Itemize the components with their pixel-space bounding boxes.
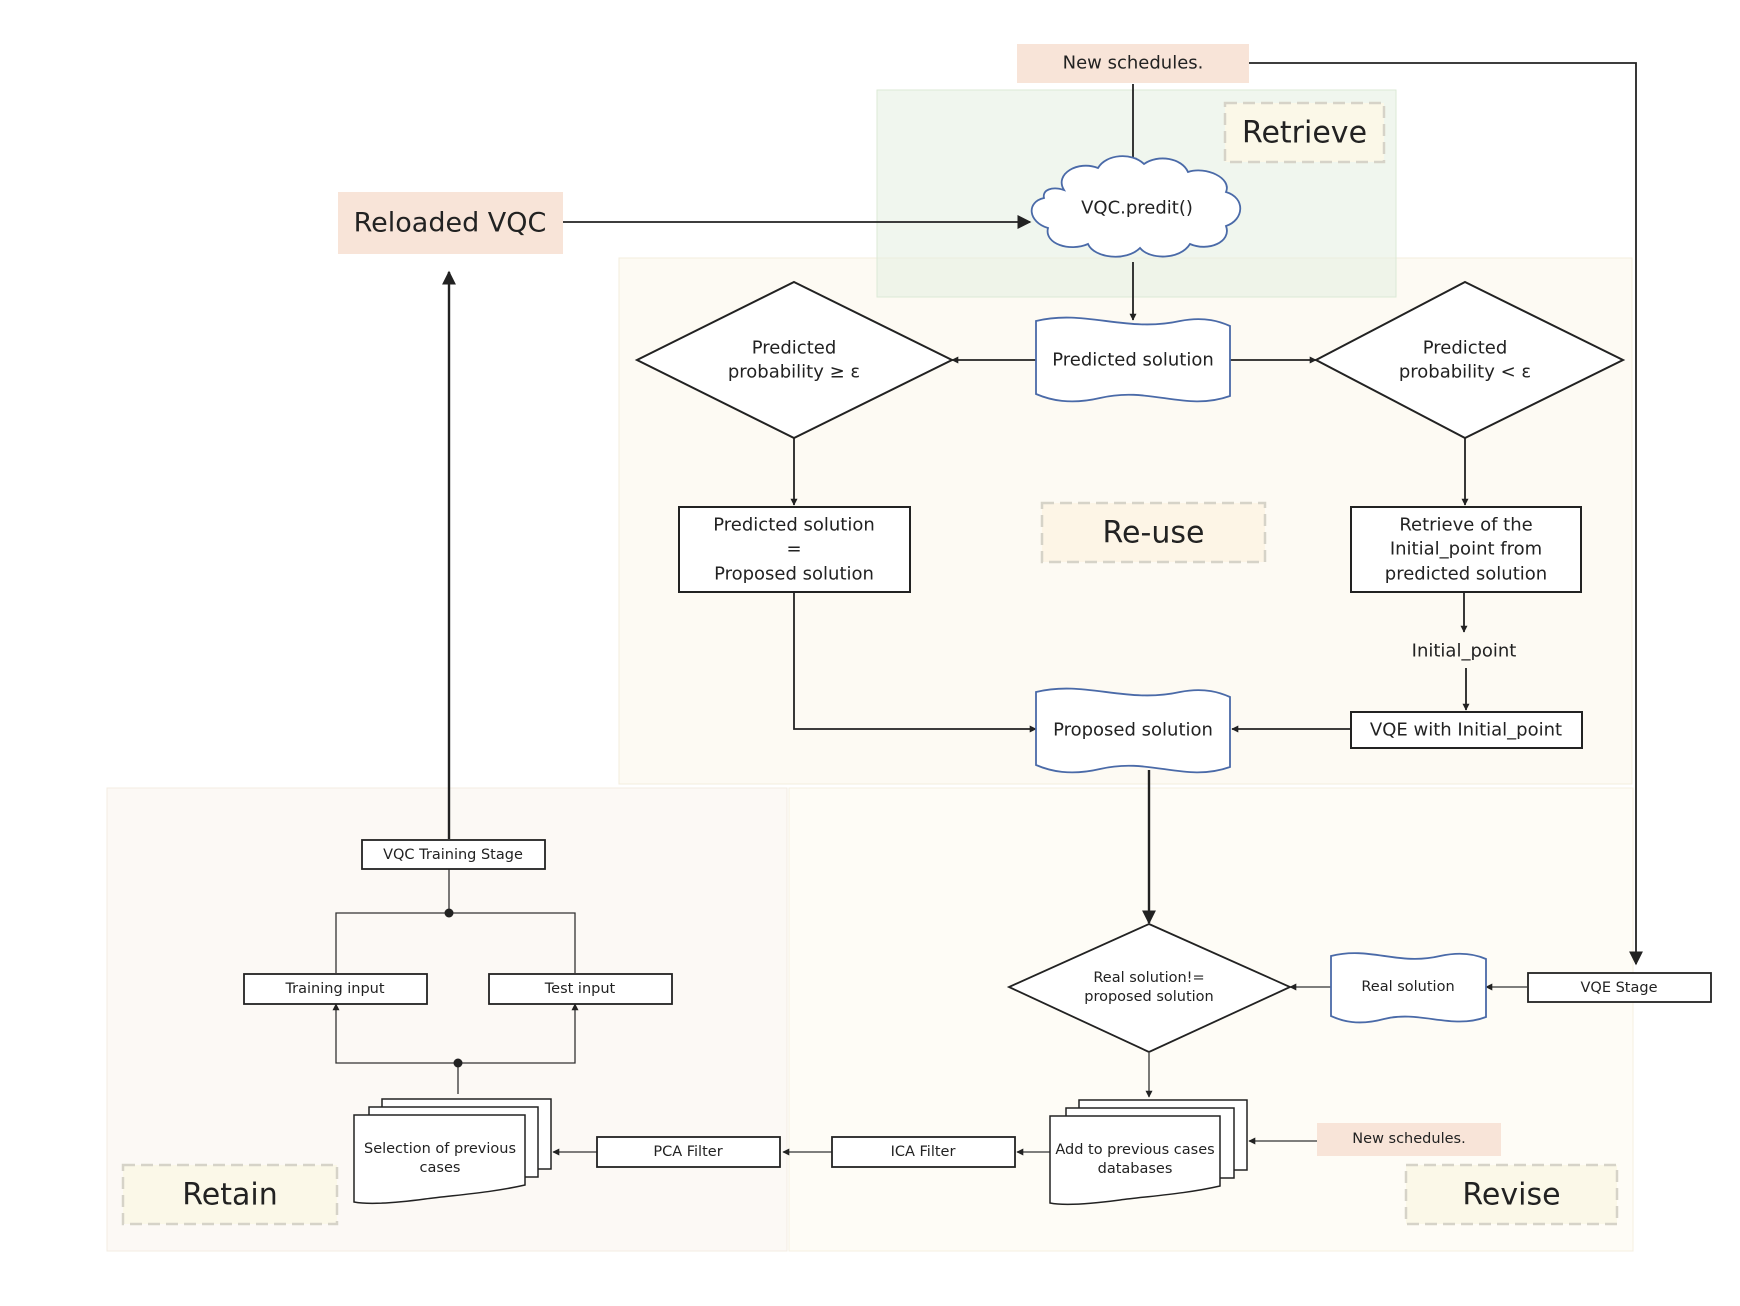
diamond-revise-line2: proposed solution — [1084, 989, 1214, 1005]
selection-cases-stack: Selection of previous cases — [353, 1098, 552, 1205]
equal-box-line1: Predicted solution — [713, 515, 875, 536]
real-solution-node: Real solution — [1330, 952, 1487, 1024]
arrow-to-test-input — [458, 1003, 579, 1064]
new-schedules-bottom-text: New schedules. — [1352, 1131, 1465, 1147]
retrieve-box-line1: Retrieve of the — [1399, 515, 1532, 536]
retrieve-stage-label: Retrieve — [1223, 101, 1386, 164]
vqe-stage-box: VQE Stage — [1527, 972, 1712, 1003]
arrow-equal-box-to-proposed — [793, 592, 1037, 733]
add-cases-line2: databases — [1098, 1161, 1173, 1177]
equal-box-line2: = — [786, 539, 801, 560]
reloaded-vqc-node: Reloaded VQC — [338, 192, 563, 254]
retain-stage-label: Retain — [121, 1163, 339, 1226]
add-to-cases-stack: Add to previous cases databases — [1049, 1099, 1248, 1206]
selection-line1: Selection of previous — [364, 1141, 516, 1157]
revise-stage-text: Revise — [1462, 1178, 1560, 1213]
new-schedules-bottom: New schedules. — [1317, 1123, 1501, 1156]
revise-stage-label: Revise — [1404, 1163, 1619, 1226]
junction-dot-bottom — [453, 1058, 463, 1068]
add-cases-line1: Add to previous cases — [1055, 1142, 1214, 1158]
training-input-text: Training input — [284, 981, 384, 997]
initial-point-label: Initial_point — [1412, 641, 1517, 662]
vqe-stage-text: VQE Stage — [1580, 980, 1657, 996]
proposed-solution-text: Proposed solution — [1053, 720, 1213, 741]
arrow-to-training-input — [332, 1003, 458, 1064]
junction-dot-top — [444, 908, 454, 918]
equal-box-line3: Proposed solution — [714, 564, 874, 585]
reuse-stage-label: Re-use — [1040, 501, 1267, 564]
diamond-real-vs-proposed: Real solution!= proposed solution — [1006, 923, 1293, 1053]
diamond-revise-line1: Real solution!= — [1093, 970, 1204, 986]
retain-stage-text: Retain — [182, 1178, 277, 1213]
retrieve-stage-text: Retrieve — [1242, 116, 1367, 151]
arrow-schedules-to-vqe-stage — [1249, 62, 1643, 966]
vqc-training-stage-box: VQC Training Stage — [361, 839, 546, 870]
pca-filter-text: PCA Filter — [653, 1144, 722, 1160]
vqe-initial-point-text: VQE with Initial_point — [1370, 720, 1562, 741]
reuse-stage-text: Re-use — [1103, 516, 1205, 551]
vqc-training-text: VQC Training Stage — [383, 847, 523, 863]
vqc-predict-text: VQC.predit() — [1081, 198, 1193, 219]
diamond-high-line2: probability ≥ ε — [728, 362, 860, 383]
equal-solution-box: Predicted solution = Proposed solution — [678, 506, 911, 593]
diamond-low-line1: Predicted — [1423, 338, 1508, 359]
ica-filter-box: ICA Filter — [831, 1136, 1016, 1168]
vqc-predict-cloud: VQC.predit() — [1030, 155, 1242, 258]
retrieve-box-line3: predicted solution — [1385, 564, 1547, 585]
retrieve-initial-point-box: Retrieve of the Initial_point from predi… — [1350, 506, 1582, 593]
diamond-probability-low: Predicted probability < ε — [1313, 280, 1626, 440]
pca-filter-box: PCA Filter — [596, 1136, 781, 1168]
vqe-initial-point-box: VQE with Initial_point — [1350, 711, 1583, 749]
predicted-solution-text: Predicted solution — [1052, 350, 1214, 371]
proposed-solution-node: Proposed solution — [1035, 687, 1231, 774]
diamond-low-line2: probability < ε — [1399, 362, 1531, 383]
selection-line2: cases — [420, 1160, 461, 1176]
real-solution-text: Real solution — [1361, 979, 1454, 995]
test-input-box: Test input — [488, 973, 673, 1005]
new-schedules-top-text: New schedules. — [1063, 53, 1204, 74]
ica-filter-text: ICA Filter — [891, 1144, 956, 1160]
test-input-text: Test input — [544, 981, 616, 997]
diamond-probability-high: Predicted probability ≥ ε — [634, 280, 955, 440]
diamond-high-line1: Predicted — [752, 338, 837, 359]
reloaded-vqc-text: Reloaded VQC — [354, 208, 547, 239]
line-inputs-join — [335, 912, 576, 973]
new-schedules-top: New schedules. — [1017, 44, 1249, 83]
retrieve-box-line2: Initial_point from — [1390, 539, 1542, 560]
training-input-box: Training input — [243, 973, 428, 1005]
connectors — [332, 62, 1643, 1156]
predicted-solution-node: Predicted solution — [1035, 316, 1231, 403]
